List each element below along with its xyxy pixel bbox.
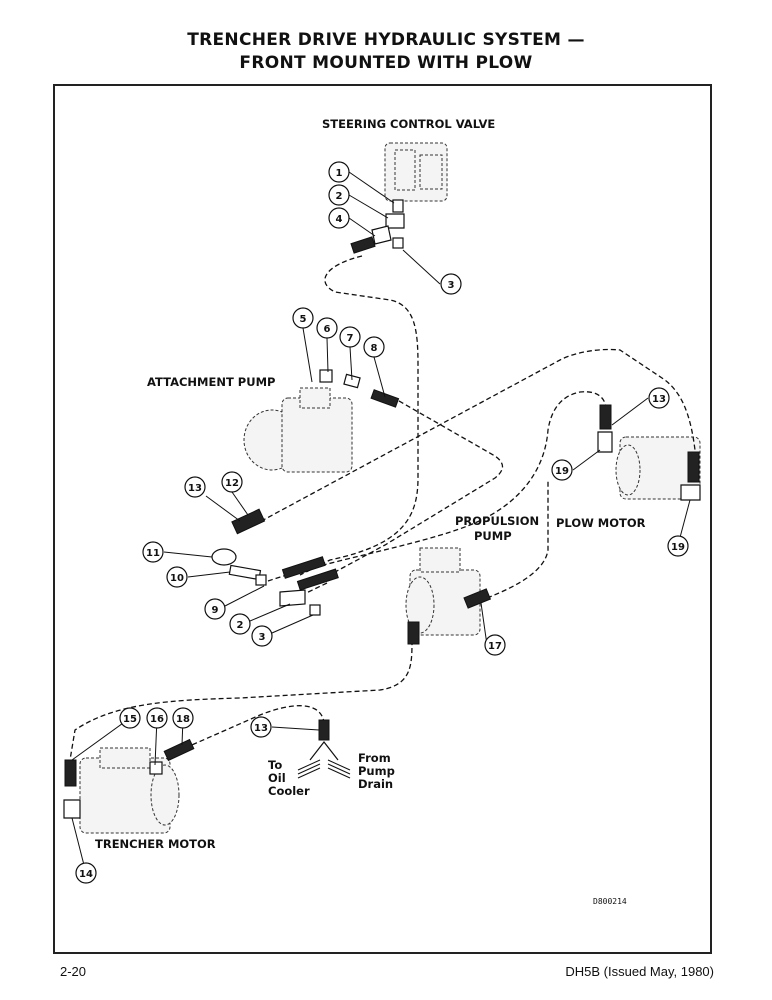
svg-text:19: 19 bbox=[671, 542, 685, 553]
callout-16: 16 bbox=[146, 707, 168, 729]
page-title-line-2: FRONT MOUNTED WITH PLOW bbox=[239, 53, 533, 73]
diagram-frame bbox=[53, 84, 712, 954]
page-title-line-1: TRENCHER DRIVE HYDRAULIC SYSTEM — bbox=[187, 30, 585, 50]
callout-12: 12 bbox=[221, 471, 243, 493]
callout-7: 7 bbox=[339, 326, 361, 348]
document-issue: DH5B (Issued May, 1980) bbox=[565, 964, 714, 979]
svg-text:7: 7 bbox=[347, 333, 354, 344]
label-from-pump-drain-1: From bbox=[358, 751, 391, 765]
steering-control-valve-drawing bbox=[384, 142, 448, 202]
callout-14: 14 bbox=[75, 862, 97, 884]
callout-9: 9 bbox=[204, 598, 226, 620]
svg-text:1: 1 bbox=[336, 168, 343, 179]
svg-text:12: 12 bbox=[225, 478, 239, 489]
callout-13-bottom: 13 bbox=[250, 716, 272, 738]
attachment-pump-drawing bbox=[243, 387, 353, 473]
callout-18: 18 bbox=[172, 707, 194, 729]
callout-17: 17 bbox=[484, 634, 506, 656]
callout-2-lower: 2 bbox=[229, 613, 251, 635]
label-propulsion-pump-line-2: PUMP bbox=[474, 529, 512, 543]
svg-text:14: 14 bbox=[79, 869, 93, 880]
label-trencher-motor: TRENCHER MOTOR bbox=[95, 837, 216, 851]
callout-8: 8 bbox=[363, 336, 385, 358]
callout-19-right: 19 bbox=[667, 535, 689, 557]
label-attachment-pump: ATTACHMENT PUMP bbox=[147, 375, 275, 389]
svg-text:11: 11 bbox=[146, 548, 160, 559]
callout-3-lower: 3 bbox=[251, 625, 273, 647]
svg-text:13: 13 bbox=[254, 723, 268, 734]
callout-15: 15 bbox=[119, 707, 141, 729]
callout-13-plow: 13 bbox=[648, 387, 670, 409]
callout-5: 5 bbox=[292, 307, 314, 329]
svg-text:13: 13 bbox=[188, 483, 202, 494]
svg-text:16: 16 bbox=[150, 714, 164, 725]
svg-text:2: 2 bbox=[237, 620, 244, 631]
label-from-pump-drain-2: Pump bbox=[358, 764, 395, 778]
svg-text:8: 8 bbox=[371, 343, 378, 354]
drawing-number: D800214 bbox=[593, 897, 627, 906]
svg-text:17: 17 bbox=[488, 641, 502, 652]
svg-text:19: 19 bbox=[555, 466, 569, 477]
callout-3-top: 3 bbox=[440, 273, 462, 295]
callout-19-left: 19 bbox=[551, 459, 573, 481]
svg-text:10: 10 bbox=[170, 573, 184, 584]
plow-motor-drawing bbox=[615, 436, 701, 500]
callout-1: 1 bbox=[328, 161, 350, 183]
label-to-oil-cooler-3: Cooler bbox=[268, 784, 310, 798]
callout-2: 2 bbox=[328, 184, 350, 206]
propulsion-pump-drawing bbox=[405, 547, 481, 636]
svg-text:2: 2 bbox=[336, 191, 343, 202]
label-steering-control-valve: STEERING CONTROL VALVE bbox=[322, 117, 495, 131]
page-number: 2-20 bbox=[60, 964, 87, 979]
svg-text:3: 3 bbox=[259, 632, 266, 643]
callout-4: 4 bbox=[328, 207, 350, 229]
svg-text:9: 9 bbox=[212, 605, 219, 616]
callout-6: 6 bbox=[316, 317, 338, 339]
svg-text:5: 5 bbox=[300, 314, 307, 325]
callout-10: 10 bbox=[166, 566, 188, 588]
trencher-motor-drawing bbox=[79, 747, 180, 834]
svg-text:3: 3 bbox=[448, 280, 455, 291]
label-propulsion-pump-line-1: PROPULSION bbox=[455, 514, 539, 528]
callout-11: 11 bbox=[142, 541, 164, 563]
svg-text:13: 13 bbox=[652, 394, 666, 405]
callout-13-left: 13 bbox=[184, 476, 206, 498]
cooler-drain-arrows bbox=[297, 759, 351, 779]
label-plow-motor: PLOW MOTOR bbox=[556, 516, 646, 530]
svg-text:6: 6 bbox=[324, 324, 331, 335]
svg-text:18: 18 bbox=[176, 714, 190, 725]
label-to-oil-cooler-2: Oil bbox=[268, 771, 286, 785]
label-to-oil-cooler-1: To bbox=[268, 758, 282, 772]
svg-text:15: 15 bbox=[123, 714, 137, 725]
label-from-pump-drain-3: Drain bbox=[358, 777, 393, 791]
svg-text:4: 4 bbox=[336, 214, 343, 225]
